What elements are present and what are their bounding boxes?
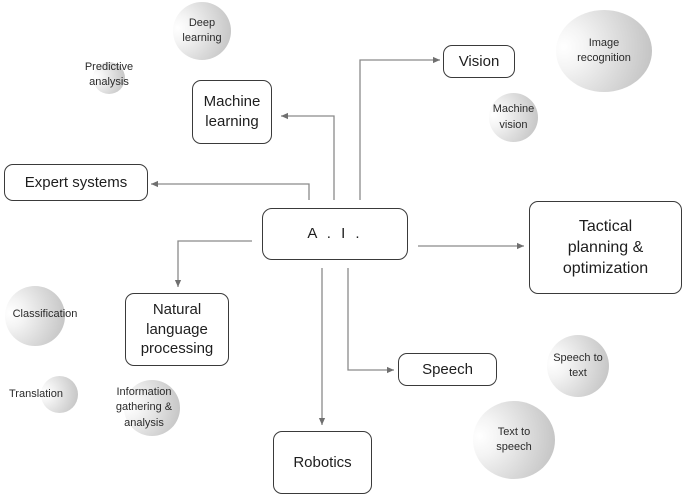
bubble-deep-learning: Deep learning [173, 2, 231, 60]
connector-machine-learning [281, 112, 335, 200]
bubble-information-gathering [124, 380, 180, 436]
bubble-image-recognition: Image recognition [556, 10, 652, 92]
topic-deep-learning: Deep learning [182, 16, 222, 44]
node-natural-language-processing: Natural language processing [125, 293, 229, 366]
topic-translation: Translation [8, 388, 63, 400]
node-robotics: Robotics [273, 431, 372, 494]
connector-nlp [174, 240, 252, 287]
bubble-translation [41, 376, 78, 413]
connector-expert-systems [151, 180, 310, 200]
bubble-speech-to-text: Speech to text [547, 335, 609, 397]
topic-image-recognition: Image recognition [577, 36, 631, 64]
bubble-text-to-speech: Text to speech [473, 401, 555, 479]
bubble-machine-vision: Machine vision [489, 93, 538, 142]
node-speech: Speech [398, 353, 497, 386]
label-machine-learning: Machine learning [203, 93, 261, 130]
topic-text-to-speech: Text to speech [496, 425, 532, 453]
bubble-classification [5, 286, 65, 346]
bubble-predictive-analysis [93, 62, 125, 94]
topic-information-gathering: Information gathering & analysis [115, 386, 173, 429]
label-tactical-planning: Tactical planning & optimization [562, 217, 649, 278]
topic-speech-to-text: Speech to text [553, 351, 603, 379]
label-expert-systems: Expert systems [24, 173, 128, 191]
connector-speech [347, 268, 394, 374]
node-tactical-planning: Tactical planning & optimization [529, 201, 682, 294]
label-natural-language-processing: Natural language processing [140, 300, 214, 358]
ai-center-node: A . I . [262, 208, 408, 260]
topic-machine-vision: Machine vision [492, 103, 535, 131]
node-expert-systems: Expert systems [4, 164, 148, 201]
label-robotics: Robotics [293, 453, 352, 471]
topic-classification: Classification [12, 308, 78, 320]
node-vision: Vision [443, 45, 515, 78]
label-vision: Vision [458, 52, 500, 70]
node-machine-learning: Machine learning [192, 80, 272, 144]
label-speech: Speech [422, 360, 473, 378]
topic-predictive-analysis: Predictive analysis [84, 61, 134, 89]
connector-vision [359, 56, 440, 200]
ai-center-label: A . I . [307, 225, 363, 243]
